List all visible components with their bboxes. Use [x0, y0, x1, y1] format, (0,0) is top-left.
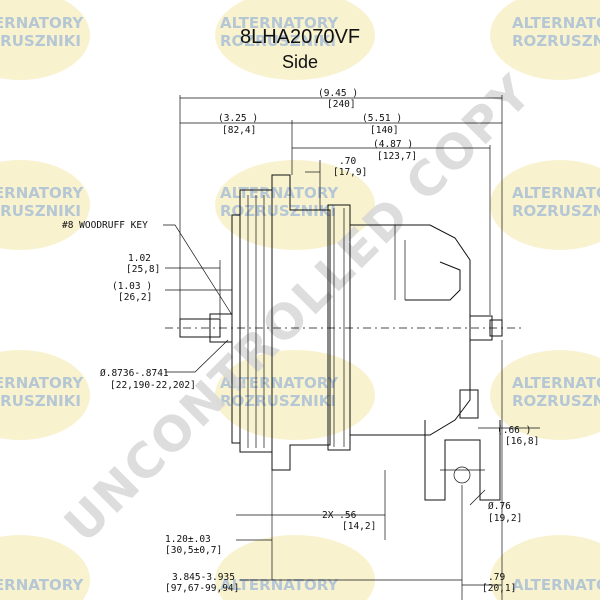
svg-text:ROZRUSZNIKI: ROZRUSZNIKI — [0, 32, 81, 50]
dimension-lines — [163, 95, 540, 600]
watermark-logo: ALTERNATORY — [490, 535, 600, 600]
dim-lug-pos: 1.20±.03 — [165, 534, 211, 545]
svg-text:ROZRUSZNIKI: ROZRUSZNIKI — [220, 202, 336, 220]
dim-terminal-offset-mm: [16,8] — [505, 436, 539, 447]
dim-mount-to-rear-mm: [123,7] — [377, 151, 417, 162]
dim-mount-range-mm: [97,67-99,94] — [165, 583, 239, 594]
dim-body-length: (5.51 ) — [362, 113, 402, 124]
mounting-lug — [424, 420, 501, 501]
dim-lug-pos-mm: [30,5±0,7] — [165, 545, 222, 556]
watermark-logo: ALTERNATORY ROZRUSZNIKI — [490, 160, 600, 250]
dim-shaft-dia-mm: [22,190-22,202] — [110, 380, 196, 391]
watermark-logo: ALTERNATORY ROZRUSZNIKI — [0, 350, 90, 440]
svg-text:ALTERNATORY: ALTERNATORY — [0, 374, 84, 392]
watermark-logo: ALTERNATORY — [215, 535, 375, 600]
front-housing — [271, 174, 331, 471]
dim-lug-width: 2X .56 — [322, 510, 357, 521]
watermark-logo: ALTERNATORY — [0, 535, 90, 600]
svg-text:ROZRUSZNIKI: ROZRUSZNIKI — [0, 202, 81, 220]
svg-text:ROZRUSZNIKI: ROZRUSZNIKI — [220, 392, 336, 410]
watermark-logo: ALTERNATORY ROZRUSZNIKI — [0, 160, 90, 250]
dim-hole-dia: Ø.76 — [488, 501, 511, 512]
dim-overall-length-mm: [240] — [327, 99, 356, 110]
watermark-logo: ALTERNATORY ROZRUSZNIKI — [215, 160, 375, 250]
part-number-title: 8LHA2070VF — [239, 26, 361, 48]
side-terminal — [459, 389, 479, 419]
dim-shaft-len-2: (1.03 ) — [112, 281, 152, 292]
svg-text:ALTERNATORY: ALTERNATORY — [512, 374, 600, 392]
watermark-logo: ALTERNATORY ROZRUSZNIKI — [490, 350, 600, 440]
rear-terminal — [469, 315, 493, 341]
alternator-body — [179, 174, 503, 501]
dim-terminal-offset: (.66 ) — [497, 425, 531, 436]
svg-text:ALTERNATORY: ALTERNATORY — [0, 184, 84, 202]
svg-text:ALTERNATORY: ALTERNATORY — [220, 14, 339, 32]
woodruff-key-label: #8 WOODRUFF KEY — [62, 220, 148, 231]
dim-flange-offset: .70 — [339, 156, 356, 167]
svg-text:ROZRUSZNIKI: ROZRUSZNIKI — [512, 202, 600, 220]
dim-rear-offset: .79 — [488, 572, 505, 583]
dim-body-length-mm: [140] — [370, 125, 399, 136]
shaft — [179, 318, 221, 338]
rear-housing — [349, 224, 471, 436]
dim-rear-offset-mm: [20,1] — [482, 583, 516, 594]
dim-flange-offset-mm: [17,9] — [333, 167, 367, 178]
svg-text:ROZRUSZNIKI: ROZRUSZNIKI — [512, 32, 600, 50]
svg-text:ALTERNATORY: ALTERNATORY — [512, 576, 600, 594]
view-label: Side — [281, 52, 319, 72]
svg-text:ALTERNATORY: ALTERNATORY — [0, 14, 84, 32]
dim-mount-to-rear: (4.87 ) — [373, 139, 413, 150]
svg-text:ALTERNATORY: ALTERNATORY — [220, 374, 339, 392]
svg-text:ALTERNATORY: ALTERNATORY — [512, 14, 600, 32]
dimension-labels: (9.45 ) [240] (3.25 ) [82,4] (5.51 ) [14… — [62, 88, 539, 594]
watermark-logo: ALTERNATORY ROZRUSZNIKI — [0, 0, 90, 80]
dim-hole-dia-mm: [19,2] — [488, 513, 522, 524]
svg-text:ROZRUSZNIKI: ROZRUSZNIKI — [220, 32, 336, 50]
svg-text:ROZRUSZNIKI: ROZRUSZNIKI — [0, 392, 81, 410]
dim-overall-length: (9.45 ) — [318, 88, 358, 99]
dim-shaft-dia: Ø.8736-.8741 — [100, 368, 169, 379]
watermark-logo: ALTERNATORY ROZRUSZNIKI — [215, 0, 375, 80]
dim-shaft-len-1: 1.02 — [128, 253, 151, 264]
svg-text:ALTERNATORY: ALTERNATORY — [220, 576, 339, 594]
svg-text:ALTERNATORY: ALTERNATORY — [512, 184, 600, 202]
svg-text:ALTERNATORY: ALTERNATORY — [0, 576, 84, 594]
dim-front-to-shaft: (3.25 ) — [218, 113, 258, 124]
dim-shaft-len-2-mm: [26,2] — [118, 292, 152, 303]
watermark-logo: ALTERNATORY ROZRUSZNIKI — [490, 0, 600, 80]
dim-shaft-len-1-mm: [25,8] — [126, 264, 160, 275]
dim-mount-range: 3.845-3.935 — [172, 572, 235, 583]
watermark-logo: ALTERNATORY ROZRUSZNIKI — [215, 350, 375, 440]
dim-lug-width-mm: [14,2] — [342, 521, 376, 532]
svg-text:ROZRUSZNIKI: ROZRUSZNIKI — [512, 392, 600, 410]
svg-text:ALTERNATORY: ALTERNATORY — [220, 184, 339, 202]
dim-front-to-shaft-mm: [82,4] — [222, 125, 256, 136]
